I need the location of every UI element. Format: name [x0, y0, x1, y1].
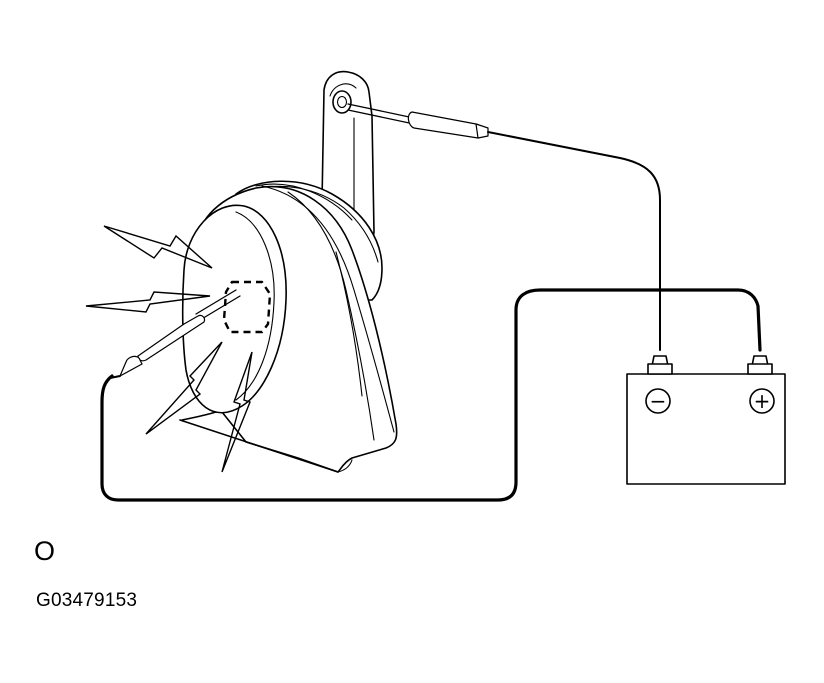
minus-icon: − — [645, 388, 671, 414]
figure-symbol-label: O — [34, 536, 56, 566]
battery-negative-post — [647, 355, 673, 375]
bracket-bolt-hole — [332, 90, 352, 114]
sound-bolt-lower-left — [145, 341, 223, 435]
sound-emission-bolts — [85, 225, 253, 473]
battery-case — [626, 373, 786, 485]
figure-code: G03479153 — [36, 590, 138, 611]
sound-bolt-upper — [103, 225, 213, 269]
battery-positive-post — [747, 355, 773, 375]
svg-text:+: + — [754, 389, 771, 413]
negative-wire — [100, 288, 762, 502]
horn-terminal-plate — [222, 280, 272, 334]
sound-bolt-lower-right — [221, 351, 253, 473]
horn-test-lead — [100, 288, 762, 502]
bracket-test-lead — [347, 103, 661, 351]
horn-body — [179, 180, 398, 473]
sound-bolt-middle — [85, 291, 211, 313]
plus-icon: + — [749, 388, 775, 414]
battery: − + — [626, 355, 786, 485]
svg-text:−: − — [650, 389, 667, 413]
